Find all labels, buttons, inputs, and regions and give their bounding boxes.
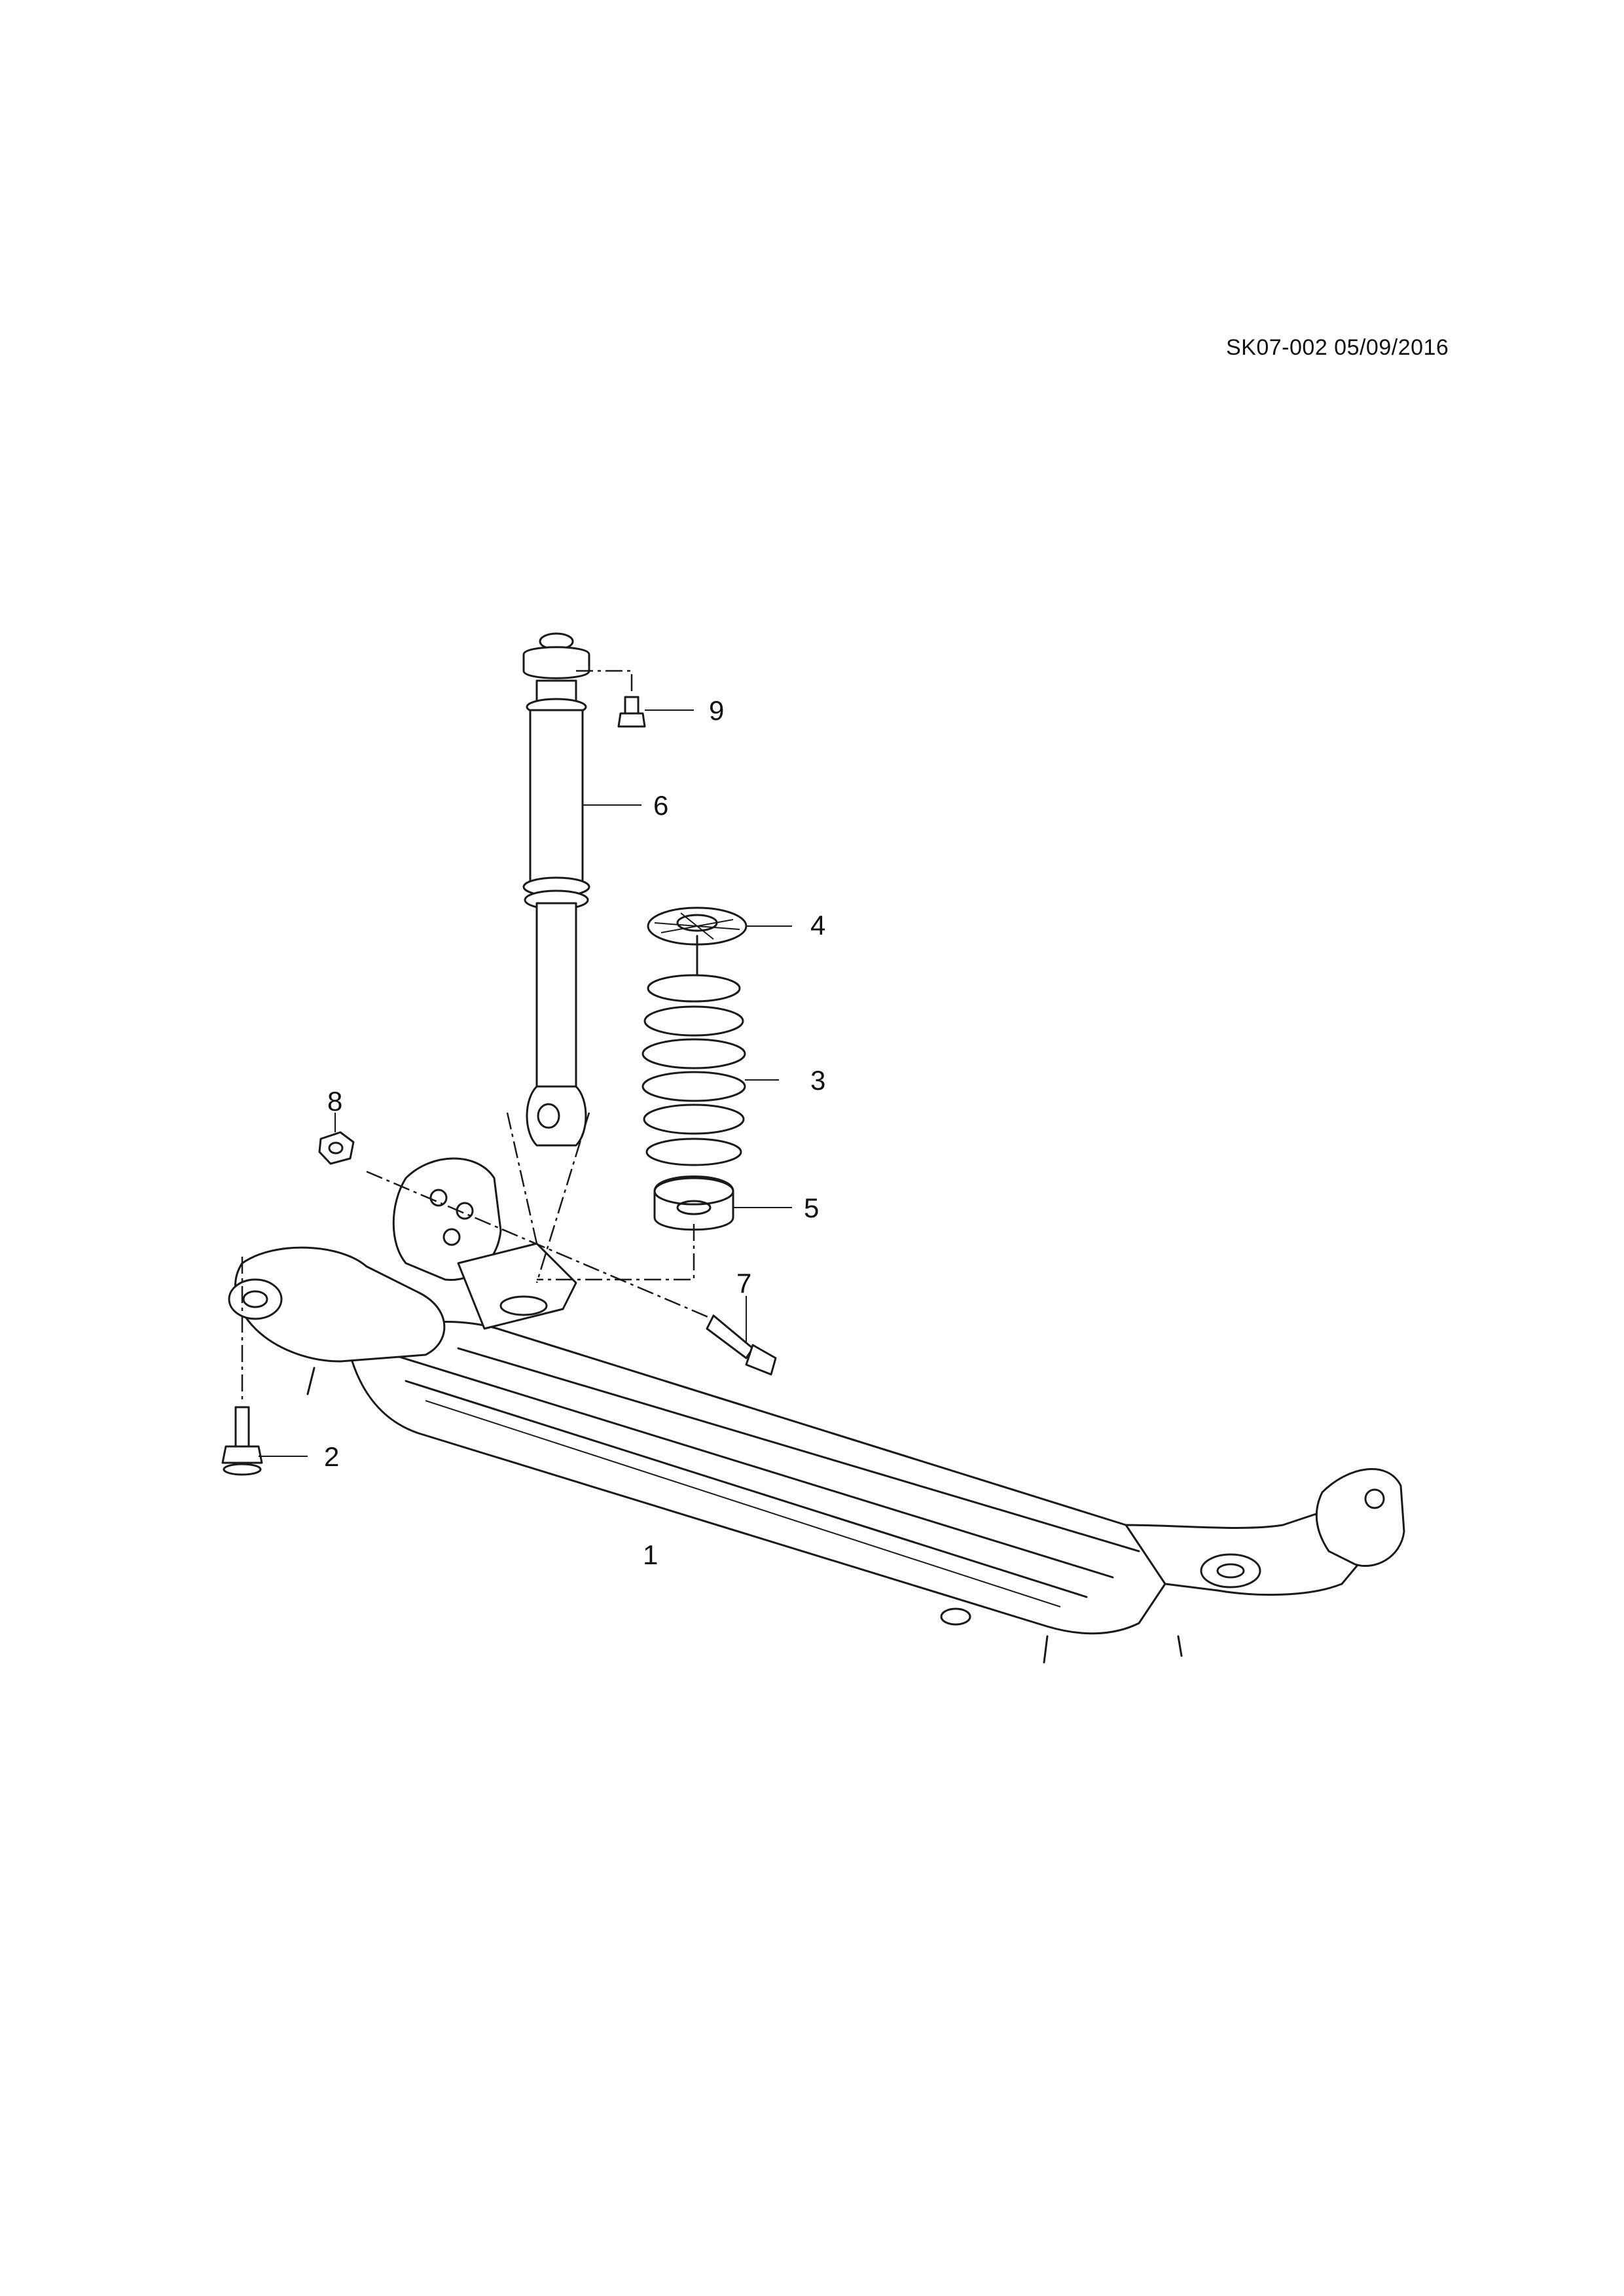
coil-spring — [641, 974, 779, 1166]
rear-axle-beam — [228, 1157, 1405, 1664]
callout-1: 1 — [643, 1539, 658, 1570]
callout-9: 9 — [709, 695, 724, 726]
shock-absorber — [506, 632, 641, 1283]
bolt-shock-lower — [366, 1170, 777, 1376]
bolt-upper-mount — [576, 670, 694, 728]
callout-7: 7 — [736, 1268, 751, 1299]
callout-4: 4 — [810, 910, 825, 941]
nut — [318, 1113, 355, 1165]
callout-5: 5 — [804, 1193, 819, 1223]
upper-spring-seat — [647, 906, 792, 977]
callout-3: 3 — [810, 1065, 825, 1096]
drawing-reference: SK07-002 05/09/2016 — [1226, 335, 1449, 360]
bolt-lower-left — [221, 1257, 308, 1476]
callout-2: 2 — [324, 1441, 339, 1472]
callout-8: 8 — [327, 1086, 342, 1117]
lower-spring-seat — [537, 1175, 792, 1281]
callout-6: 6 — [653, 790, 668, 821]
